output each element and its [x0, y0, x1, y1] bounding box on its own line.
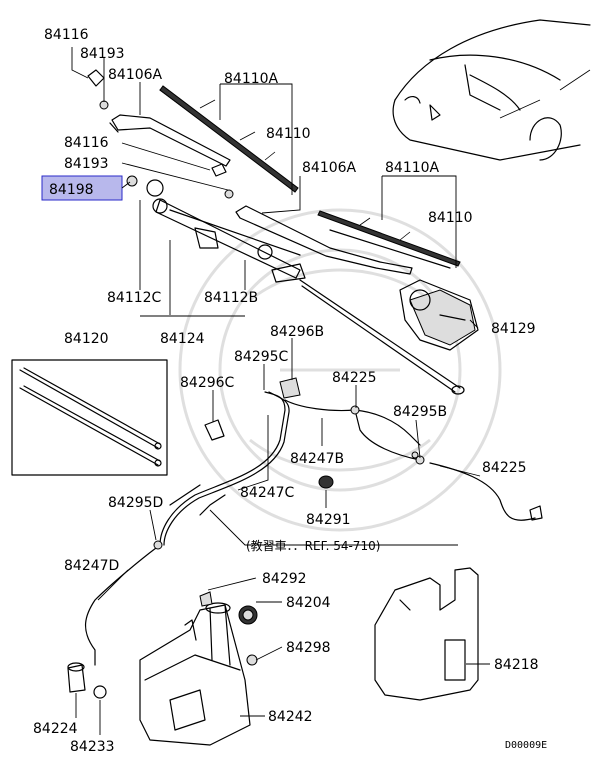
- wiper-blade-lower: [317, 210, 461, 269]
- label-84224: 84224: [33, 721, 78, 737]
- car-illustration: [392, 19, 591, 161]
- blade-refill-box: [11, 359, 168, 476]
- washer-reservoir: [374, 567, 479, 701]
- label-84291: 84291: [306, 512, 351, 528]
- wiper-arm-upper: [109, 114, 231, 167]
- drawing-code: D00009E: [505, 740, 547, 751]
- label-84296B: 84296B: [270, 324, 324, 340]
- label-84225-upper: 84225: [332, 370, 377, 386]
- label-84110-top: 84110: [266, 126, 311, 142]
- label-84247D: 84247D: [64, 558, 119, 574]
- hose-connectors: [153, 377, 543, 550]
- label-84110-right: 84110: [428, 210, 473, 226]
- washer-tank-parts: [199, 591, 258, 666]
- label-84295C: 84295C: [234, 349, 289, 365]
- label-84110A-right: 84110A: [385, 160, 440, 176]
- label-84112B: 84112B: [204, 290, 258, 306]
- label-84204: 84204: [286, 595, 331, 611]
- label-84233: 84233: [70, 739, 115, 755]
- leader-lines: [71, 47, 490, 735]
- label-84225-right: 84225: [482, 460, 527, 476]
- wiper-motor: [399, 279, 479, 351]
- label-84193-mid: 84193: [64, 156, 109, 172]
- label-84295D: 84295D: [108, 495, 163, 511]
- label-84106A-top: 84106A: [108, 67, 163, 83]
- label-84298: 84298: [286, 640, 331, 656]
- label-84120: 84120: [64, 331, 109, 347]
- label-84106A-right: 84106A: [302, 160, 357, 176]
- clip-84116: [87, 69, 109, 110]
- label-84242: 84242: [268, 709, 313, 725]
- label-84295B: 84295B: [393, 404, 447, 420]
- label-84124: 84124: [160, 331, 205, 347]
- label-84112C: 84112C: [107, 290, 162, 306]
- wiper-blade-upper: [159, 85, 299, 193]
- label-84193-top: 84193: [80, 46, 125, 62]
- wiper-linkage: [146, 179, 465, 395]
- label-84247B: 84247B: [290, 451, 344, 467]
- label-84198: 84198: [49, 182, 94, 198]
- wiper-arm-lower: [235, 205, 413, 275]
- washer-tank: [139, 602, 251, 746]
- label-84116-top: 84116: [44, 27, 89, 43]
- label-84296C: 84296C: [180, 375, 235, 391]
- nut-84198: [126, 175, 138, 187]
- watermark-emblem: [178, 208, 502, 532]
- reference-note: (教習車．．REF. 54-710): [246, 538, 380, 553]
- part-number-labels: 84116 84193 84106A 84110A 84110 84116 84…: [33, 27, 547, 755]
- label-84116-mid: 84116: [64, 135, 109, 151]
- reference-bracket: [209, 509, 458, 546]
- label-84218: 84218: [494, 657, 539, 673]
- washer-pump: [67, 662, 107, 699]
- highlight-84198: [41, 175, 123, 201]
- label-84129: 84129: [491, 321, 536, 337]
- label-84292: 84292: [262, 571, 307, 587]
- washer-hoses: [85, 391, 536, 666]
- label-84110A-top: 84110A: [224, 71, 279, 87]
- label-84247C: 84247C: [240, 485, 295, 501]
- clip-84116-lower: [211, 163, 234, 199]
